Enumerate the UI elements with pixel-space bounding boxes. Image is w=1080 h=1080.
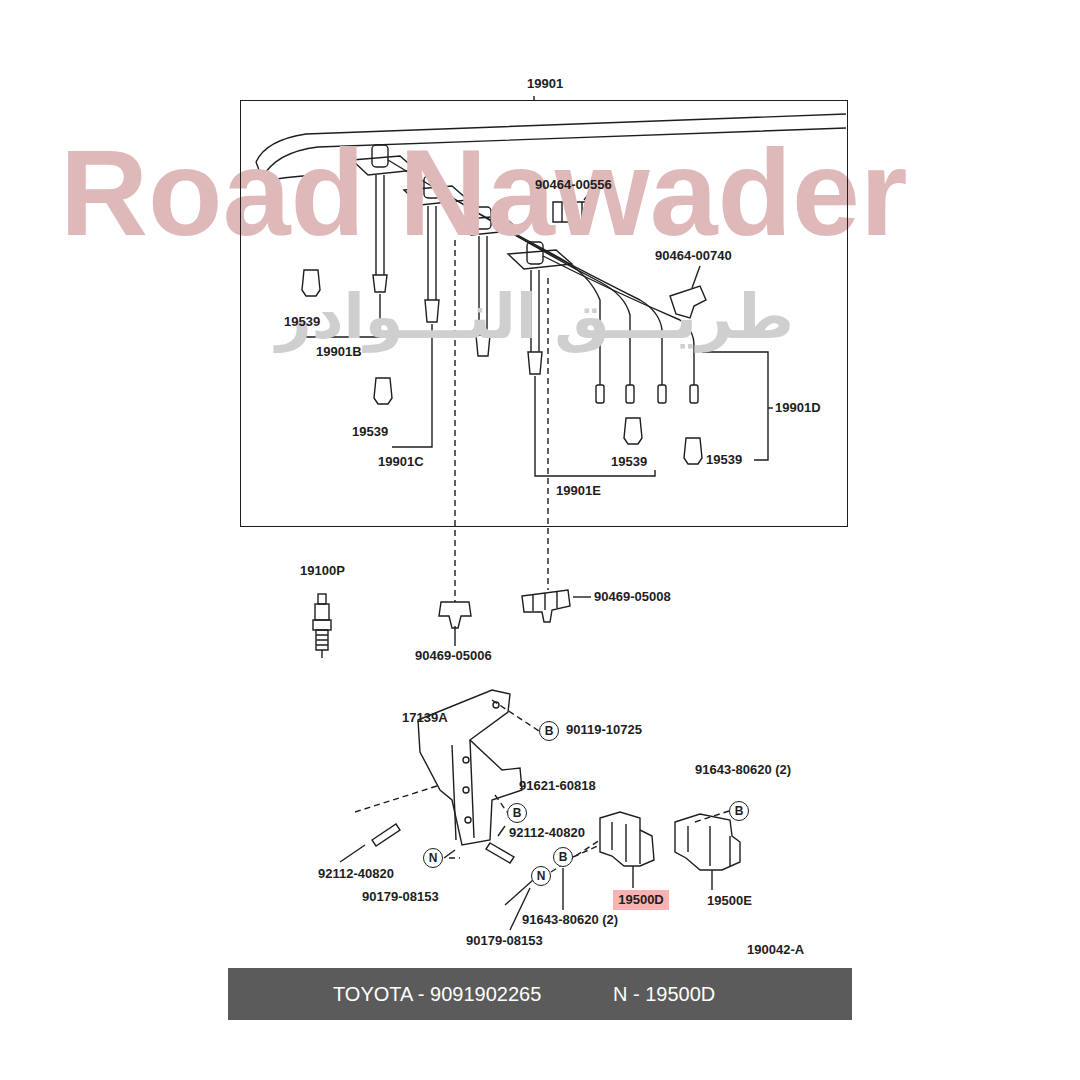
callout-circle: B: [729, 801, 749, 821]
callout-circle: N: [423, 848, 443, 868]
part-number: 19901D: [775, 400, 821, 416]
callout-letter: N: [429, 851, 438, 865]
callout-circle: B: [553, 847, 573, 867]
callout-letter: B: [559, 850, 568, 864]
part-number: 90464-00556: [535, 177, 612, 193]
part-number: 19100P: [300, 563, 345, 579]
group-heading: 19901: [524, 76, 566, 92]
part-number: 91643-80620 (2): [522, 912, 618, 928]
clamp-part: [439, 590, 570, 628]
part-number: 90469-05006: [415, 648, 492, 664]
callout-letter: B: [545, 724, 554, 738]
part-number: 19901C: [378, 454, 424, 470]
callout-circle: B: [539, 721, 559, 741]
caption-text: TOYOTA - 9091902265: [333, 982, 541, 1006]
part-number: 90179-08153: [362, 889, 439, 905]
watermark: Road Nawader: [60, 128, 907, 258]
part-number: 92112-40820: [509, 825, 585, 841]
part-number: 19539: [611, 454, 647, 470]
callout-letter: B: [735, 804, 744, 818]
part-number: 90464-00740: [655, 248, 732, 264]
ignition-coil: [510, 812, 740, 930]
part-number: 17139A: [402, 710, 448, 726]
part-number: 19539: [706, 452, 742, 468]
part-number: 19901E: [556, 483, 601, 499]
caption-band: TOYOTA - 9091902265 N - 19500D: [228, 968, 852, 1020]
watermark: طريـــق النـــوادر: [60, 282, 1010, 352]
part-number: 19901B: [316, 344, 362, 360]
part-number: 92112-40820: [318, 866, 394, 882]
part-number: 90469-05008: [594, 589, 671, 605]
part-number: 19500D: [618, 892, 664, 908]
group-box: 19901: [240, 100, 848, 527]
part-number: 90179-08153: [466, 933, 543, 949]
stud-bolt: [340, 824, 533, 905]
spark-plug: [313, 594, 331, 658]
highlight-box: 19500D: [613, 890, 669, 910]
caption-text: N - 19500D: [613, 982, 715, 1006]
part-number: 19539: [284, 314, 320, 330]
part-number: 91643-80620 (2): [695, 762, 791, 778]
callout-circle: N: [531, 866, 551, 886]
callout-circle: B: [507, 803, 527, 823]
part-number: 19539: [352, 424, 388, 440]
diagram-code: 190042-A: [747, 942, 804, 958]
callout-letter: B: [513, 806, 522, 820]
part-number: 19500E: [707, 893, 752, 909]
part-number: 90119-10725: [566, 722, 642, 738]
callout-letter: N: [537, 869, 546, 883]
part-number: 91621-60818: [519, 778, 596, 794]
